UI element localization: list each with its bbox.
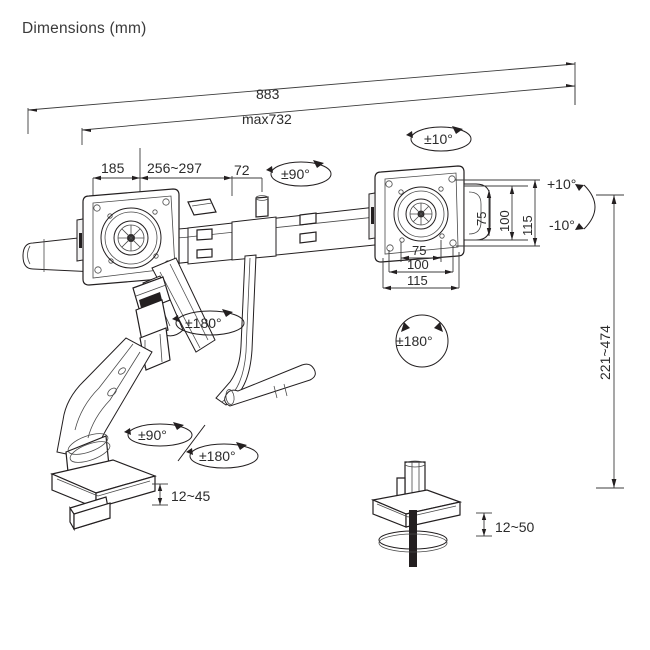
label-vesa-h-100: 100 bbox=[407, 257, 429, 272]
vesa-horizontal-dimensions: 75 100 115 bbox=[382, 240, 460, 291]
label-vesa-v-75: 75 bbox=[474, 212, 489, 226]
rotation-head-90-top: ±90° bbox=[266, 160, 332, 187]
rotation-head-180-left: ±180° bbox=[172, 309, 245, 336]
dimension-segments-row: 185 256~297 72 bbox=[92, 148, 263, 215]
label-72: 72 bbox=[234, 162, 250, 178]
dimension-grommet-thickness: 12~50 bbox=[476, 512, 535, 537]
label-rot-90-base: ±90° bbox=[138, 427, 167, 443]
label-12-45: 12~45 bbox=[171, 488, 211, 504]
label-rot-180-base: ±180° bbox=[199, 448, 236, 464]
label-max732: max732 bbox=[242, 111, 292, 127]
rotation-swivel-10: ±10° bbox=[406, 126, 472, 152]
dimension-overall-width: 883 bbox=[27, 62, 576, 134]
label-12-50: 12~50 bbox=[495, 519, 535, 535]
left-arm-assembly bbox=[22, 188, 216, 532]
right-head-assembly bbox=[368, 165, 491, 263]
rotation-base-group: ±90° ±180° bbox=[124, 422, 259, 469]
label-rot-180-left: ±180° bbox=[185, 315, 222, 331]
dimension-max-reach: max732 bbox=[81, 84, 576, 145]
dimension-height-range: 221~474 bbox=[596, 194, 624, 489]
label-tilt-up: +10° bbox=[547, 176, 576, 192]
label-185: 185 bbox=[101, 160, 125, 176]
label-vesa-h-75: 75 bbox=[412, 243, 426, 258]
dimension-clamp-thickness: 12~45 bbox=[152, 483, 211, 506]
label-tilt-down: -10° bbox=[549, 217, 575, 233]
crossbar-assembly bbox=[187, 195, 386, 265]
label-rot-90-top: ±90° bbox=[281, 166, 310, 182]
page-title: Dimensions (mm) bbox=[22, 20, 147, 37]
vesa-vertical-dimensions: 75 100 115 bbox=[455, 179, 540, 247]
rotation-tilt: +10° -10° bbox=[547, 176, 596, 233]
label-883: 883 bbox=[256, 86, 280, 102]
label-vesa-v-100: 100 bbox=[497, 210, 512, 232]
rotation-head-180-right: ±180° bbox=[395, 314, 449, 368]
label-rot-180-right: ±180° bbox=[396, 333, 433, 349]
grommet-mount-assembly bbox=[370, 460, 463, 567]
label-rot-10: ±10° bbox=[424, 131, 453, 147]
support-post-handle bbox=[215, 254, 316, 407]
label-vesa-h-115: 115 bbox=[407, 273, 428, 288]
label-221-474: 221~474 bbox=[597, 325, 613, 380]
label-256-297: 256~297 bbox=[147, 160, 202, 176]
label-vesa-v-115: 115 bbox=[520, 215, 535, 236]
